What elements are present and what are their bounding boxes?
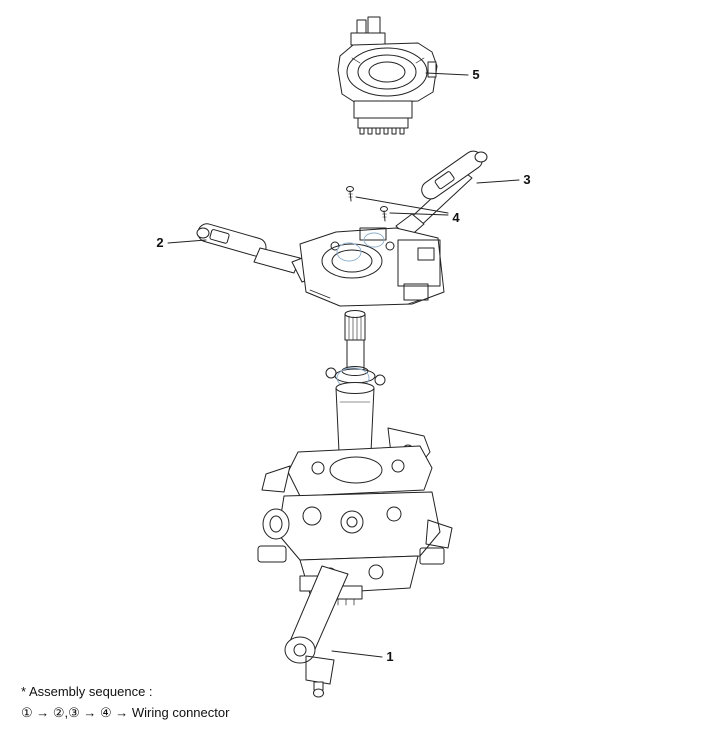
screws-drawing: [346, 186, 388, 222]
clock-spring-drawing: [337, 16, 438, 135]
assembly-sequence-title: * Assembly sequence :: [21, 684, 153, 699]
callout-4: 4: [452, 210, 460, 225]
upper-shaft-drawing: [325, 310, 386, 453]
steering-column-drawing: [257, 427, 453, 698]
callout-2: 2: [156, 235, 164, 250]
assembly-sequence-steps: ① → ②,③ → ④ → Wiring connector: [21, 705, 230, 720]
callout-5: 5: [472, 67, 480, 82]
callout-3: 3: [523, 172, 531, 187]
callout-1: 1: [386, 649, 394, 664]
switch-body-drawing: [291, 227, 445, 307]
wiper-switch-lever-drawing: [395, 150, 488, 239]
leader-lines: [167, 72, 520, 658]
lighting-switch-lever-drawing: [196, 223, 301, 274]
